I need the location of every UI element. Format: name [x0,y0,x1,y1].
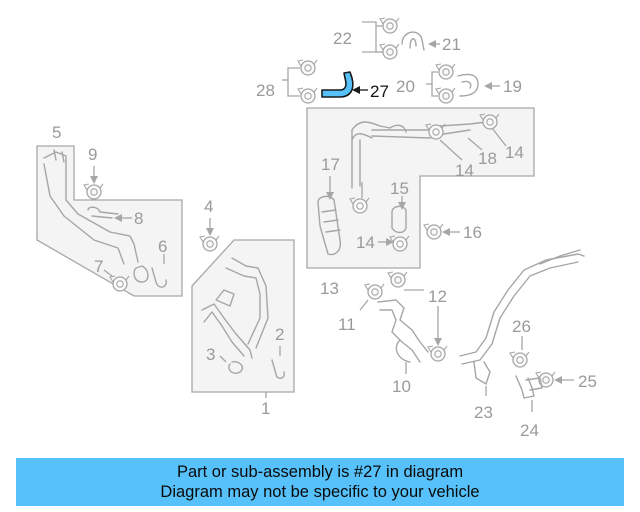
callout-16: 16 [463,223,482,242]
callout-7: 7 [94,257,103,276]
part-group-21-22 [362,17,440,60]
callout-6: 6 [158,237,167,256]
part-group-27-28 [282,59,318,104]
callout-15: 15 [390,179,409,198]
panel-5 [36,145,183,297]
part-group-panel-13 [317,113,507,256]
caption-line-1: Part or sub-assembly is #27 in diagram [176,463,464,481]
callout-14-b: 14 [505,143,524,162]
callout-23: 23 [474,403,493,422]
callout-9: 9 [88,145,97,164]
part-group-19-20 [426,63,500,104]
callout-24: 24 [520,421,539,440]
part-group-23 [459,249,585,396]
panel-13 [306,107,535,269]
callout-1: 1 [261,399,270,418]
callout-11: 11 [338,315,356,334]
callout-21: 21 [442,35,461,54]
callout-2: 2 [275,325,284,344]
part-group-10-11-12 [359,271,448,374]
callout-20: 20 [396,77,415,96]
caption-line-2: Diagram may not be specific to your vehi… [160,483,480,501]
callout-28: 28 [256,81,275,100]
callout-14-c: 14 [356,233,375,252]
parts-diagram: 22 21 27 28 20 19 [36,17,597,440]
part-group-24-25-26 [509,336,574,412]
callout-8: 8 [134,209,143,228]
callout-3: 3 [206,345,215,364]
callout-26: 26 [512,317,531,336]
callout-10: 10 [392,377,411,396]
part-27-hose-highlight [321,71,354,98]
callout-5: 5 [52,123,61,142]
callout-19: 19 [503,77,522,96]
callout-4: 4 [204,197,213,216]
panel-1 [191,239,295,393]
part-group-panel-5 [43,149,167,292]
callout-14-a: 14 [455,161,474,180]
callout-27: 27 [370,82,389,101]
callout-13: 13 [320,279,339,298]
callout-22: 22 [333,29,352,48]
callout-25: 25 [578,372,597,391]
callout-18: 18 [478,149,497,168]
callout-12: 12 [428,287,447,306]
part-group-panel-1 [199,218,285,379]
caption-bar: Part or sub-assembly is #27 in diagram D… [16,458,624,506]
callout-17: 17 [321,155,340,174]
